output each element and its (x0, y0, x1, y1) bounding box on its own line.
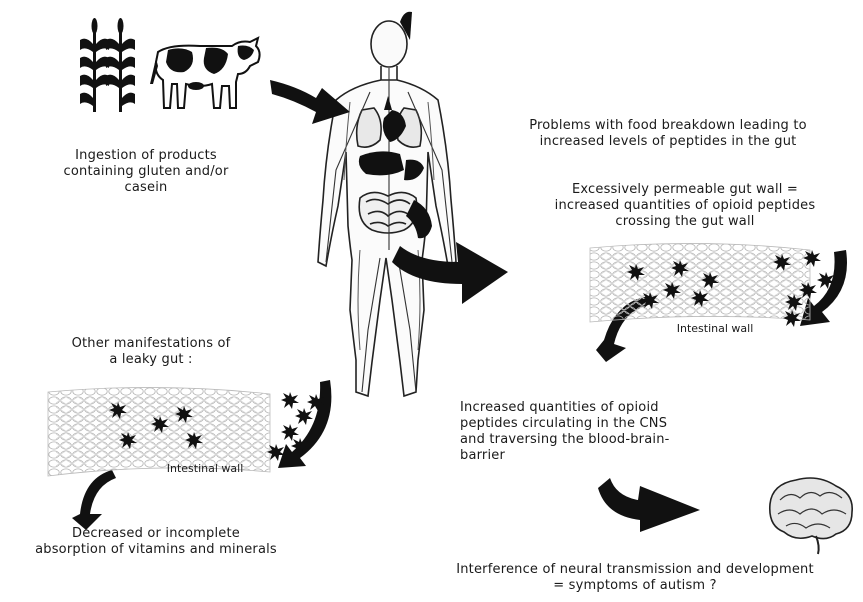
brain-icon (770, 478, 852, 554)
intestinal-wall-right (590, 243, 810, 322)
label-cns: Increased quantities of opioid peptides … (460, 400, 740, 464)
label-other-manifestations: Other manifestations of a leaky gut : (46, 336, 256, 368)
label-ingestion: Ingestion of products containing gluten … (48, 148, 244, 196)
label-intestinal-wall-left: Intestinal wall (150, 462, 260, 475)
wheat-icon (80, 18, 135, 112)
label-interference: Interference of neural transmission and … (410, 562, 860, 594)
label-food-breakdown: Problems with food breakdown leading to … (488, 118, 848, 150)
human-body-icon (318, 21, 456, 396)
label-permeable-gut-wall: Excessively permeable gut wall = increas… (520, 182, 850, 230)
cow-icon (150, 38, 260, 108)
label-intestinal-wall-right: Intestinal wall (660, 322, 770, 335)
label-absorption: Decreased or incomplete absorption of vi… (8, 526, 304, 558)
